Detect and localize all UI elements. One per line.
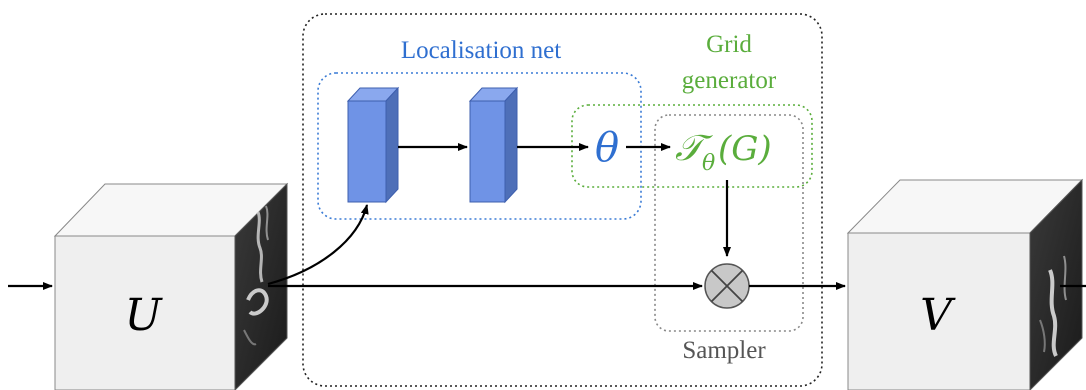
spatial-transformer-box — [302, 13, 823, 387]
theta-symbol: θ — [595, 125, 619, 171]
circle-times-icon — [704, 263, 750, 309]
localisation-layer-2 — [468, 86, 519, 204]
output-cube-v — [846, 178, 1084, 390]
grid-generator-label-line2: generator — [682, 67, 777, 94]
grid-generator-label-line1: Grid — [706, 31, 752, 58]
input-cube-u — [53, 182, 289, 390]
transform-expression: 𝒯 θ (G) — [675, 128, 772, 176]
transform-subscript: θ — [702, 151, 715, 176]
arrow-u-to-localisation — [267, 204, 369, 286]
sampler-box — [654, 114, 804, 332]
output-label-v: V — [920, 290, 956, 341]
sampler-label: Sampler — [682, 337, 766, 364]
input-label-u: U — [124, 290, 163, 341]
transform-argument: (G) — [718, 129, 772, 169]
localisation-net-label: Localisation net — [401, 37, 561, 64]
localisation-layer-1 — [346, 86, 400, 204]
